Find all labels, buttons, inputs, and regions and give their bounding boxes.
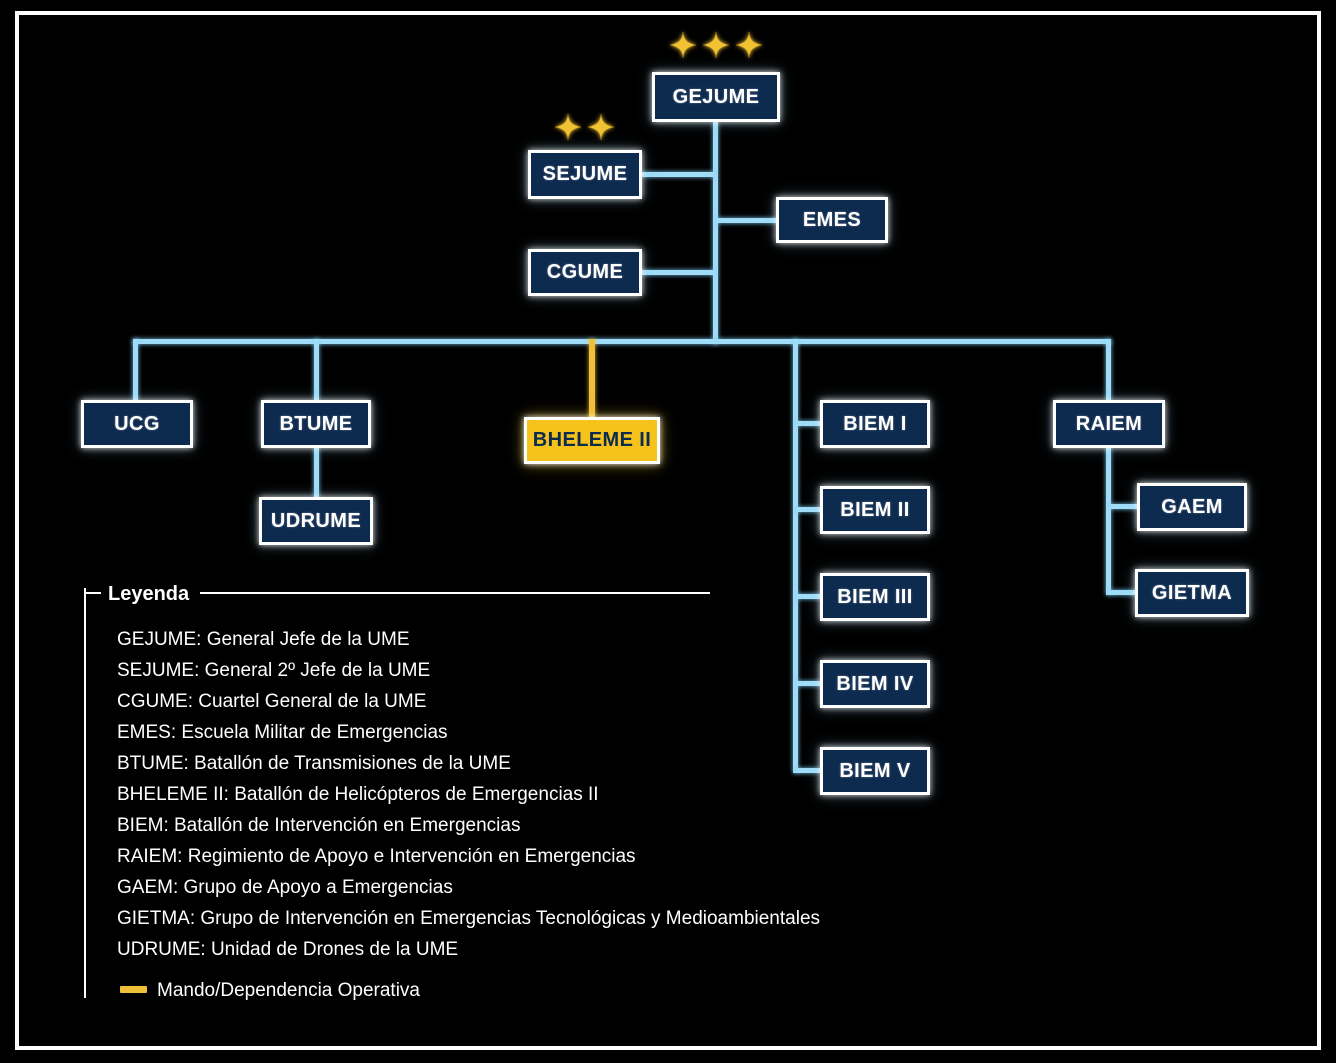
legend-item: GEJUME: General Jefe de la UME — [117, 629, 410, 650]
connector-btume-udrume — [314, 447, 319, 498]
node-ucg: UCG — [81, 400, 193, 448]
node-gaem: GAEM — [1137, 483, 1247, 531]
legend-item: GAEM: Grupo de Apoyo a Emergencias — [117, 877, 453, 898]
connector-biem4-stub — [796, 681, 822, 686]
connector-gejume-drop — [713, 122, 718, 344]
gejume-rank-stars — [670, 32, 762, 58]
connector-raiem-spine — [1106, 447, 1111, 595]
node-gietma: GIETMA — [1135, 569, 1249, 617]
connector-biem-spine — [793, 339, 798, 773]
sejume-rank-stars — [555, 114, 614, 140]
connector-gietma-stub — [1109, 590, 1137, 595]
legend-item: SEJUME: General 2º Jefe de la UME — [117, 660, 431, 681]
legend-item: BTUME: Batallón de Transmisiones de la U… — [117, 753, 511, 774]
connector-raiem-drop — [1106, 339, 1111, 401]
operational-line-swatch-icon — [120, 986, 147, 993]
node-biem-i: BIEM I — [820, 400, 930, 448]
legend-title-rule — [200, 592, 710, 594]
legend-item: EMES: Escuela Militar de Emergencias — [117, 722, 448, 743]
node-biem-v: BIEM V — [820, 747, 930, 795]
node-gejume: GEJUME — [652, 72, 780, 122]
rank-star-icon — [670, 32, 696, 58]
legend-item: UDRUME: Unidad de Drones de la UME — [117, 939, 459, 960]
connector-biem2-stub — [796, 507, 822, 512]
connector-gaem-stub — [1109, 504, 1139, 509]
legend-item: BHELEME II: Batallón de Helicópteros de … — [117, 784, 599, 805]
connector-emes — [716, 218, 778, 223]
legend-item: BIEM: Batallón de Intervención en Emerge… — [117, 815, 521, 836]
legend-operational-note: Mando/Dependencia Operativa — [157, 980, 421, 1001]
connector-bheleme-operational — [589, 339, 595, 419]
legend-bracket-vertical — [84, 588, 86, 998]
node-raiem: RAIEM — [1053, 400, 1165, 448]
node-btume: BTUME — [261, 400, 371, 448]
connector-biem5-stub — [796, 768, 822, 773]
node-sejume: SEJUME — [528, 150, 642, 199]
rank-star-icon — [703, 32, 729, 58]
connector-main-horizontal — [133, 339, 1111, 344]
connector-biem1-stub — [796, 421, 822, 426]
legend-bracket-tick — [84, 592, 101, 594]
node-bheleme-ii: BHELEME II — [524, 417, 660, 464]
legend-item: GIETMA: Grupo de Intervención en Emergen… — [117, 908, 821, 929]
legend-item: CGUME: Cuartel General de la UME — [117, 691, 427, 712]
rank-star-icon — [555, 114, 581, 140]
node-emes: EMES — [776, 197, 888, 243]
node-cgume: CGUME — [528, 249, 642, 296]
connector-cgume — [640, 270, 715, 275]
node-udrume: UDRUME — [259, 497, 373, 545]
connector-ucg-drop — [133, 339, 138, 401]
legend-item: RAIEM: Regimiento de Apoyo e Intervenció… — [117, 846, 636, 867]
outer-frame — [15, 11, 1321, 1050]
node-biem-ii: BIEM II — [820, 486, 930, 534]
connector-sejume — [640, 172, 715, 177]
node-biem-iv: BIEM IV — [820, 660, 930, 708]
legend-title: Leyenda — [108, 583, 190, 605]
node-biem-iii: BIEM III — [820, 573, 930, 621]
connector-btume-drop — [314, 339, 319, 401]
connector-biem3-stub — [796, 594, 822, 599]
rank-star-icon — [588, 114, 614, 140]
rank-star-icon — [736, 32, 762, 58]
legend-items: GEJUME: General Jefe de la UME SEJUME: G… — [117, 624, 820, 965]
